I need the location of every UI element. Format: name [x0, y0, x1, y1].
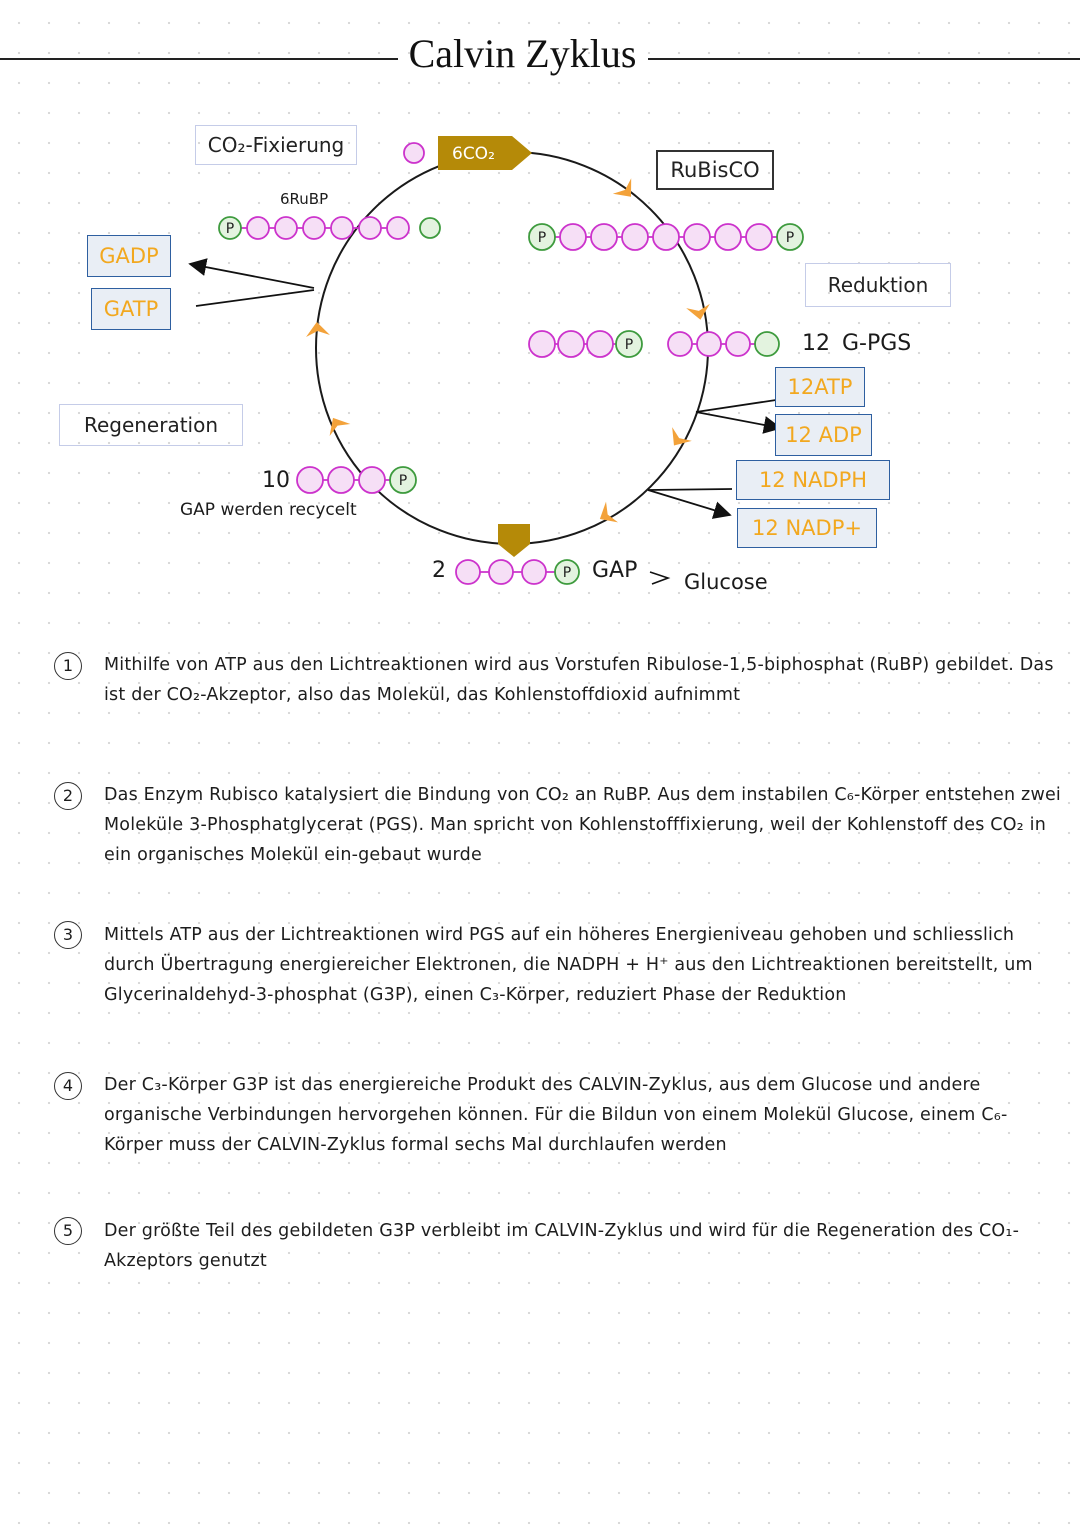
phase-fixation-label: CO₂-Fixierung	[195, 125, 357, 165]
chevron-2	[686, 303, 710, 320]
chevron-3	[672, 427, 692, 446]
rubp-count-label: 6RuBP	[280, 190, 329, 208]
cycle-svg: P P P P P P	[188, 136, 804, 585]
note-number: 4	[54, 1072, 82, 1100]
gap-label: GAP	[592, 558, 638, 583]
c6-chain-bead-0	[528, 223, 556, 251]
phosphate-label: P	[399, 473, 407, 489]
phosphate-label: P	[786, 230, 794, 246]
atp-line	[695, 399, 777, 413]
gap-chain-bead-3	[554, 559, 580, 585]
pgs-chain-b-bead-3	[754, 331, 780, 357]
chevron-1	[612, 178, 632, 197]
c6-chain-bead-2	[590, 223, 618, 251]
gadp-box: GADP	[87, 235, 171, 277]
c6-chain-bead-3	[621, 223, 649, 251]
recycle-count-label: 10	[262, 468, 290, 493]
glucose-label: Glucose	[684, 570, 768, 594]
phosphate-label: P	[625, 337, 633, 353]
adp-arrow	[695, 411, 782, 434]
note-text: Mithilfe von ATP aus den Lichtreaktionen…	[104, 655, 1054, 705]
rubp-extra-bead	[419, 217, 441, 239]
pgs-count-label: 12	[802, 331, 830, 356]
phosphate-label: P	[226, 221, 234, 237]
gap-chain-bead-0	[455, 559, 481, 585]
co2-tag-label: 6CO₂	[452, 144, 495, 164]
note-number: 3	[54, 921, 82, 949]
gadp-arrow	[188, 258, 315, 289]
note-text: Der C₃-Körper G3P ist das energiereiche …	[104, 1075, 1008, 1155]
recycle-label: GAP werden recycelt	[180, 500, 357, 520]
note-number: 5	[54, 1217, 82, 1245]
rubp-chain-bead-2	[274, 216, 298, 240]
recycle-chain-bead-0	[296, 466, 324, 494]
chevron-6	[306, 322, 330, 338]
pgs-chain-b-bead-2	[725, 331, 751, 357]
phase-regeneration-label: Regeneration	[59, 404, 243, 446]
c6-chain-bead-5	[683, 223, 711, 251]
phase-reduction-label: Reduktion	[805, 263, 951, 307]
gap-count-label: 2	[432, 558, 446, 583]
note-text: Das Enzym Rubisco katalysiert die Bindun…	[104, 785, 1061, 865]
cycle-direction-chevrons	[306, 178, 710, 523]
rubp-chain-bead-3	[302, 216, 326, 240]
rubp-chain-bead-5	[358, 216, 382, 240]
co2-tag-shape	[438, 136, 532, 170]
rubp-chain-bead-6	[386, 216, 410, 240]
c6-chain-bead-4	[652, 223, 680, 251]
note-number: 1	[54, 652, 82, 680]
pgs-chain-a-bead-1	[557, 330, 585, 358]
pgs-chain-a-bead-2	[586, 330, 614, 358]
phosphate-label: P	[538, 230, 546, 246]
rubp-chain-bead-0	[218, 216, 242, 240]
gap-to-glucose-arrow	[649, 571, 671, 585]
pgs-chain-a-bead-3	[615, 330, 643, 358]
note-text: Mittels ATP aus der Lichtreaktionen wird…	[104, 925, 1033, 1005]
note-text: Der größte Teil des gebildeten G3P verbl…	[104, 1221, 1020, 1271]
rubp-chain-bead-4	[330, 216, 354, 240]
enzyme-rubisco-label: RuBisCO	[656, 150, 774, 190]
gatp-box: GATP	[91, 288, 171, 330]
pgs-chain-a-bead-0	[528, 330, 556, 358]
nadp-box: 12 NADP+	[737, 508, 877, 548]
title-rule-right	[648, 58, 1080, 60]
note-number: 2	[54, 782, 82, 810]
nadp-arrow	[647, 489, 732, 519]
nadph-line	[647, 488, 733, 491]
c6-chain-bead-8	[776, 223, 804, 251]
c6-chain-bead-7	[745, 223, 773, 251]
pgs-chain-b-bead-1	[696, 331, 722, 357]
gatp-arrow-line	[195, 289, 315, 307]
title-rule-left	[0, 58, 398, 60]
recycle-chain-bead-1	[327, 466, 355, 494]
c6-chain-bead-6	[714, 223, 742, 251]
molecule-chains: P P P P P P	[218, 216, 804, 585]
gap-arrow-text: >	[660, 560, 661, 561]
chevron-4	[599, 501, 618, 523]
phosphate-label: P	[563, 565, 571, 581]
nadph-box: 12 NADPH	[736, 460, 890, 500]
gap-chain-bead-2	[521, 559, 547, 585]
recycle-chain-bead-2	[358, 466, 386, 494]
gap-output-tab	[498, 524, 530, 557]
page-title: Calvin Zyklus	[408, 31, 637, 76]
rubp-chain-bead-1	[246, 216, 270, 240]
atp-box: 12ATP	[775, 367, 865, 407]
recycle-chain-bead-3	[389, 466, 417, 494]
pgs-chain-b-bead-0	[667, 331, 693, 357]
adp-box: 12 ADP	[775, 414, 872, 456]
pgs-label: G-PGS	[842, 331, 912, 356]
chevron-5	[329, 417, 351, 436]
gap-chain-bead-1	[488, 559, 514, 585]
c6-chain-bead-1	[559, 223, 587, 251]
co2-molecule-circle	[403, 142, 425, 164]
